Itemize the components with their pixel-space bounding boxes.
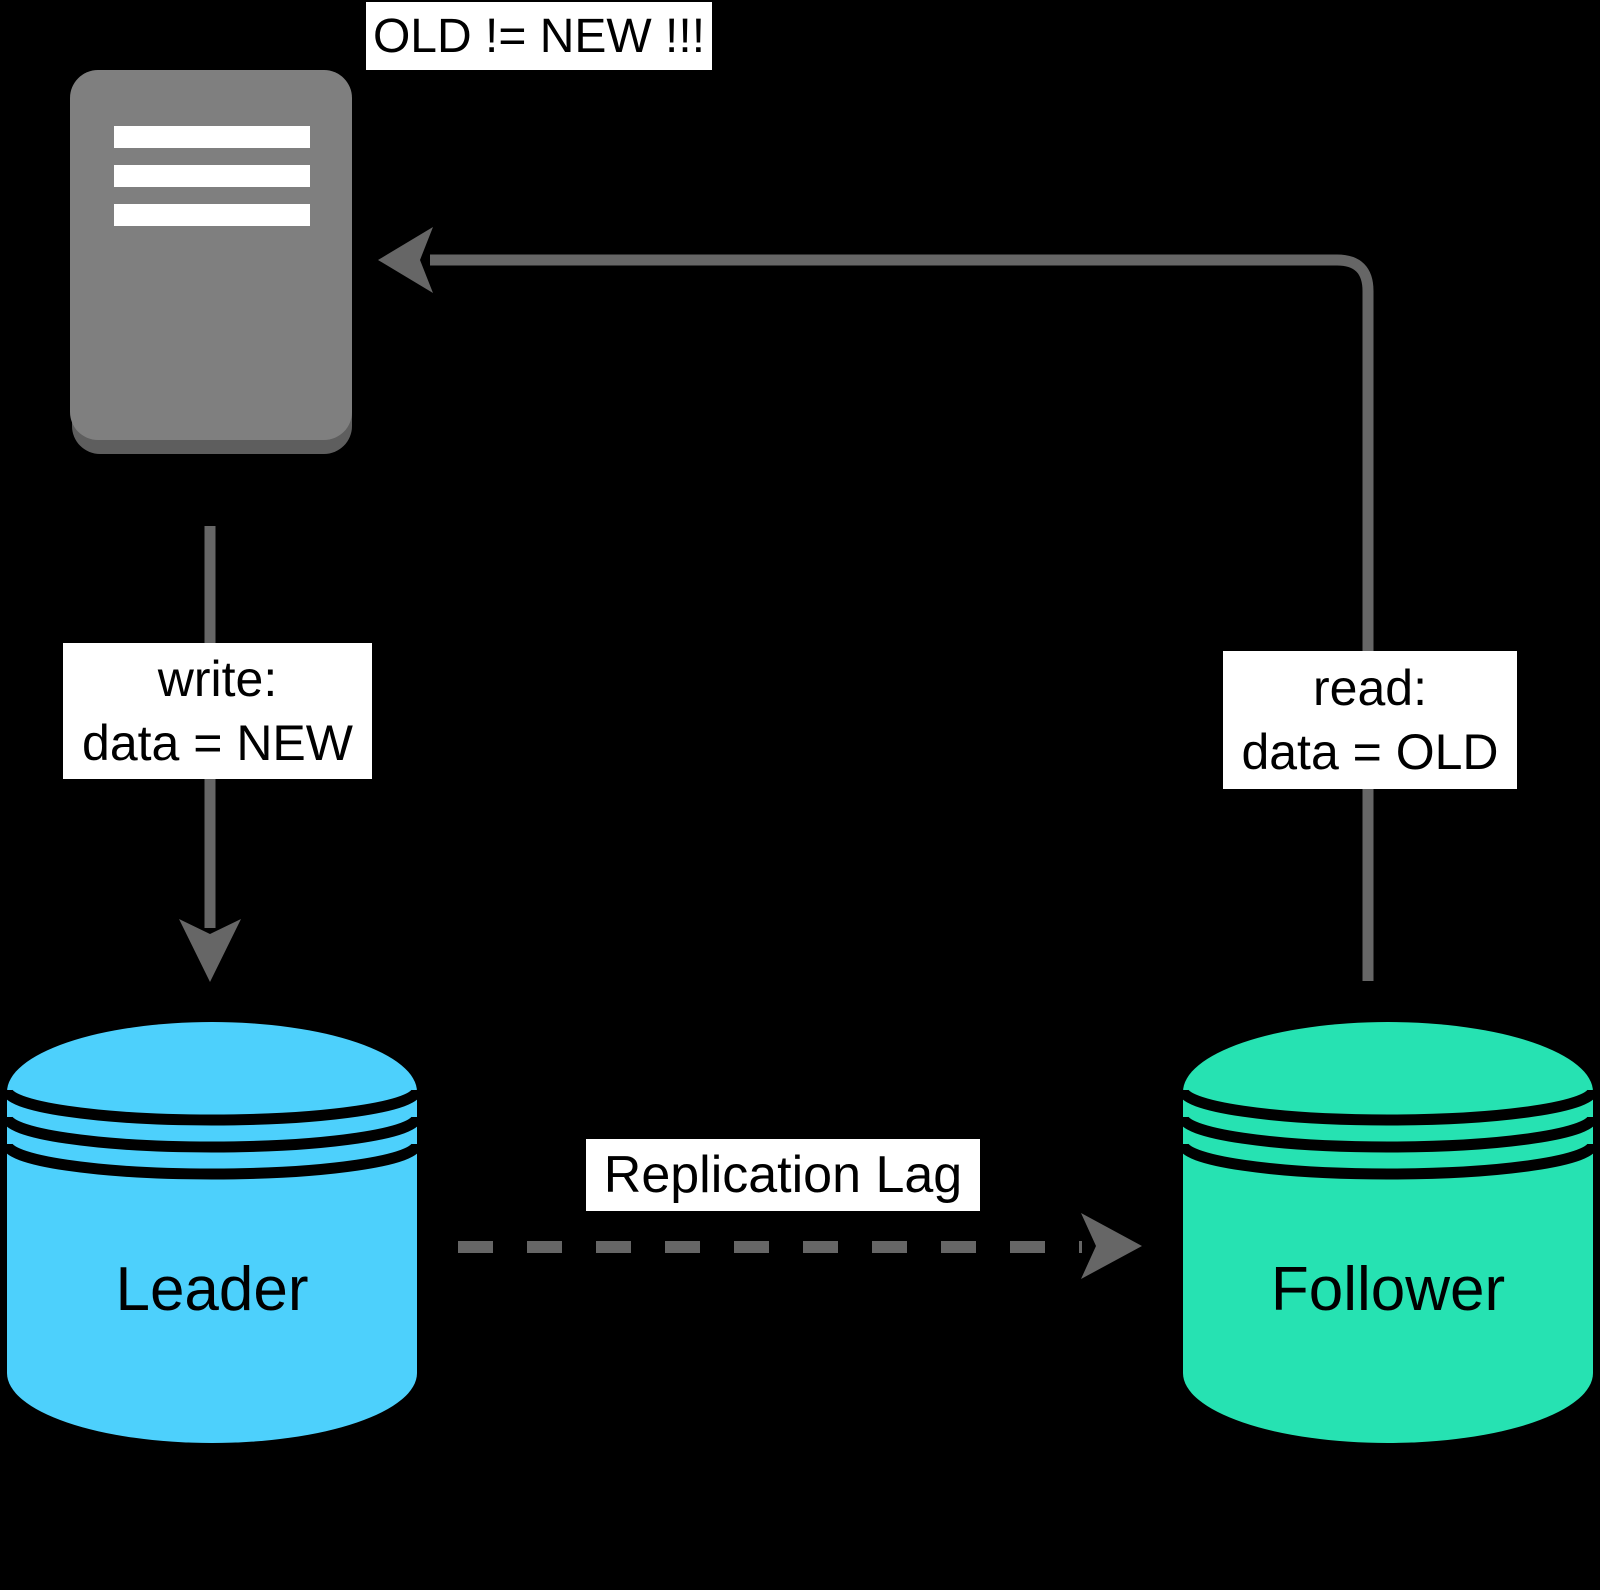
- leader-cylinder-body: [7, 1022, 417, 1443]
- stale-read-annotation-text: OLD != NEW !!!: [372, 9, 706, 63]
- replication-lag-label-text: Replication Lag: [603, 1146, 963, 1204]
- read-return-arrow: [378, 227, 1374, 981]
- write-arrowhead-icon: [179, 919, 241, 982]
- read-arrow-shaft: [430, 254, 1374, 981]
- write-edge-label: write: data = NEW: [63, 643, 372, 779]
- leader-node-label: Leader: [115, 1255, 309, 1324]
- follower-database-cylinder: [1177, 1022, 1599, 1443]
- replication-lag-label: Replication Lag: [586, 1139, 980, 1211]
- read-label-line1: read:: [1313, 660, 1427, 716]
- document-text-line-icon: [114, 165, 310, 187]
- document-icon-body: [70, 70, 352, 440]
- write-label-line1: write:: [157, 651, 278, 707]
- follower-disk-arc: [1177, 1142, 1599, 1180]
- follower-disk-arc: [1177, 1088, 1599, 1126]
- leader-disk-arc: [1, 1142, 423, 1180]
- leader-database-cylinder: [1, 1022, 423, 1443]
- replication-arrowhead-icon: [1081, 1213, 1142, 1279]
- document-text-line-icon: [114, 204, 310, 226]
- read-edge-label: read: data = OLD: [1223, 651, 1517, 789]
- read-arrowhead-icon: [378, 227, 433, 293]
- stale-read-annotation: OLD != NEW !!!: [366, 2, 712, 70]
- replication-lag-arrow: [458, 1213, 1142, 1279]
- read-label-line2: data = OLD: [1241, 724, 1499, 780]
- leader-disk-arc: [1, 1115, 423, 1153]
- document-text-line-icon: [114, 126, 310, 148]
- follower-node-label: Follower: [1270, 1255, 1506, 1324]
- leader-disk-arc: [1, 1088, 423, 1126]
- client-document-icon: [70, 70, 352, 454]
- follower-disk-arc: [1177, 1115, 1599, 1153]
- follower-cylinder-body: [1183, 1022, 1593, 1443]
- write-label-line2: data = NEW: [82, 715, 353, 771]
